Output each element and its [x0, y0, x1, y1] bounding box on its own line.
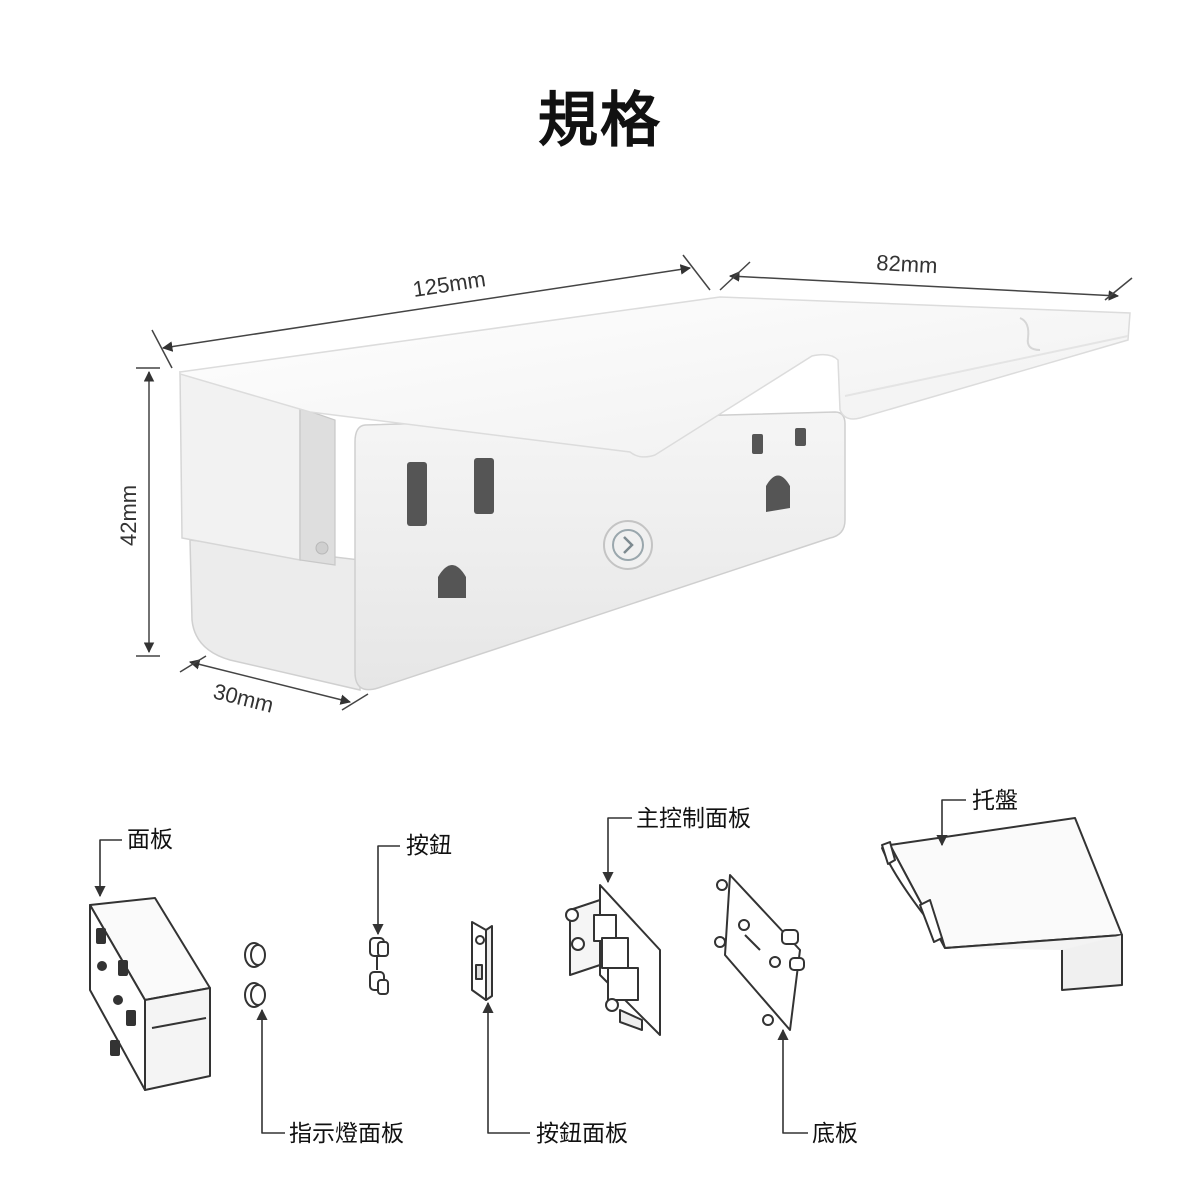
outlet-left — [407, 458, 494, 598]
label-button-panel: 按鈕面板 — [536, 1121, 628, 1147]
dim-height-label: 42mm — [116, 485, 141, 546]
power-button — [603, 520, 653, 570]
tray-part — [881, 817, 1123, 991]
tray-lip — [1019, 317, 1041, 351]
panel-part — [89, 897, 211, 1091]
outlet-slot — [795, 428, 806, 446]
outlet-shelf-product — [179, 296, 1131, 691]
outlet-slot — [474, 458, 494, 514]
button-board-part — [471, 921, 493, 1001]
chevron-right-icon — [623, 536, 634, 554]
label-base-board: 底板 — [812, 1121, 858, 1147]
button-part — [369, 937, 389, 995]
dimension-lines — [136, 254, 1133, 711]
side-clip — [299, 407, 336, 566]
outlet-right — [752, 428, 806, 512]
dim-tray-depth-label: 82mm — [876, 250, 938, 278]
clip-pin — [315, 541, 329, 555]
outlet-slot — [752, 434, 763, 454]
outlet-slot — [407, 462, 427, 526]
leader-button-board — [482, 1001, 530, 1134]
exploded-view — [89, 799, 1123, 1134]
leader-lines — [94, 799, 966, 1134]
page-title: 規格 — [538, 86, 662, 156]
label-tray: 托盤 — [972, 788, 1018, 814]
dim-depth-line — [188, 659, 352, 705]
ground-hole — [438, 565, 466, 598]
base-board-part — [714, 874, 805, 1031]
dim-length-label: 125mm — [411, 266, 487, 302]
dim-tray-depth-line — [728, 271, 1120, 301]
tray-top — [179, 296, 1131, 458]
leader-indicator — [256, 1008, 285, 1134]
label-panel: 面板 — [127, 827, 173, 853]
front-face — [354, 411, 846, 691]
label-main-board: 主控制面板 — [636, 806, 751, 832]
label-indicator-panel: 指示燈面板 — [289, 1121, 404, 1147]
leader-button — [372, 845, 400, 936]
leader-base-board — [777, 1028, 808, 1134]
leader-main-board — [602, 817, 632, 884]
ground-hole — [766, 475, 790, 512]
dim-depth-label: 30mm — [211, 679, 276, 718]
main-board-part — [565, 884, 661, 1036]
leader-panel — [94, 839, 122, 898]
dim-length-line — [161, 264, 692, 352]
label-button: 按鈕 — [406, 833, 452, 859]
indicator-lens-part — [244, 942, 266, 1008]
leader-tray — [936, 799, 966, 847]
